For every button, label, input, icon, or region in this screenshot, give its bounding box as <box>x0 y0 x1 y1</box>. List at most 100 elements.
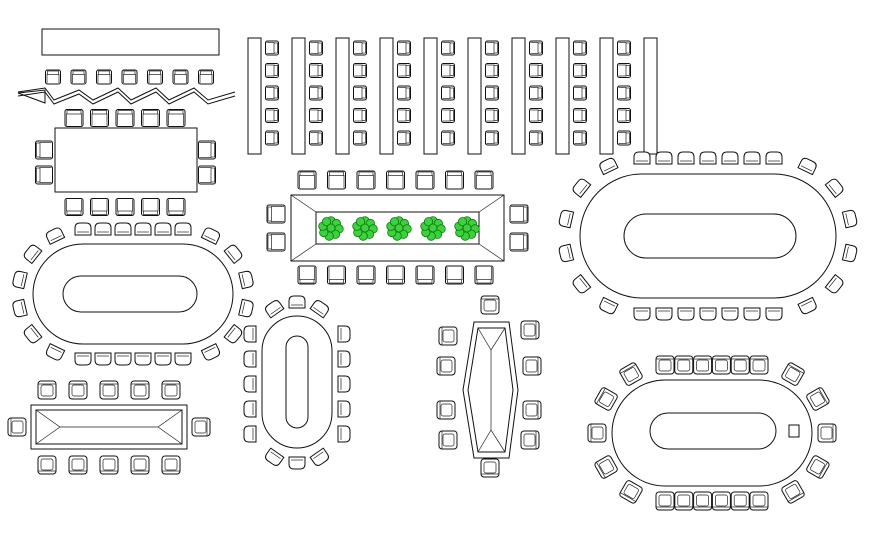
oval-chair-icon <box>824 178 844 199</box>
oval-chair-icon <box>74 352 92 366</box>
planted-table-chairs <box>266 170 529 285</box>
oval-chair-icon <box>721 307 739 321</box>
planted-chair-icon <box>327 170 346 190</box>
oval-chair-icon <box>243 325 257 343</box>
oval-chair-icon <box>337 350 351 368</box>
planted-chair-icon <box>415 265 435 285</box>
boat-armchair-icon <box>436 356 456 376</box>
theatre-chair-icon <box>573 40 587 56</box>
plant-icon <box>420 216 446 241</box>
oval-chair-icon <box>134 352 152 366</box>
planted-chair-icon <box>327 265 346 285</box>
theatre-chair-icon <box>529 40 543 56</box>
plant-icon <box>386 216 412 241</box>
oval-chair-icon <box>114 222 132 236</box>
theatre-chair-icon <box>309 108 323 123</box>
left-oval-inner <box>62 275 198 313</box>
theatre-chair-icon <box>617 63 631 78</box>
boat-table-inner <box>467 327 514 453</box>
oval-chair-icon <box>572 273 592 294</box>
oval-chair-icon <box>558 243 575 263</box>
theatre-chair-icon <box>397 63 411 78</box>
theatre-row-bench <box>291 37 306 155</box>
theatre-chair-icon <box>441 85 455 101</box>
theatre-rows-layout <box>247 37 658 155</box>
planted-table <box>266 170 529 285</box>
oval-chair-icon <box>12 270 28 290</box>
oval-armchair-icon <box>781 480 805 504</box>
large-oval-inner <box>623 213 797 259</box>
theatre-row-bench <box>247 37 262 155</box>
oval-chair-icon <box>288 295 306 309</box>
table-chair-icon <box>141 198 160 216</box>
theatre-chair-icon <box>353 85 367 101</box>
bottom-rect-chairs <box>7 380 211 475</box>
classroom-chair-icon <box>121 69 138 85</box>
classroom-chair-icon <box>96 69 112 85</box>
theatre-row-bench <box>335 37 350 155</box>
bottom-rect-inner <box>35 409 183 445</box>
boat-armchair-icon <box>520 430 540 450</box>
table-chair-icon <box>141 109 160 127</box>
oval-table-right <box>587 355 837 511</box>
theatre-chair-icon <box>265 85 279 101</box>
oval-chair-icon <box>223 323 243 344</box>
table-chair-icon <box>90 198 109 216</box>
classroom-chair-icon <box>45 69 61 85</box>
planted-chair-icon <box>509 232 529 252</box>
theatre-chair-icon <box>441 108 455 123</box>
oval-chair-icon <box>154 222 172 236</box>
rect-armchair-icon <box>68 455 88 475</box>
planted-chair-icon <box>415 170 435 190</box>
table-chair-icon <box>64 109 84 127</box>
oval-chair-icon <box>238 298 254 318</box>
oval-chair-icon <box>655 151 673 165</box>
oval-chair-icon <box>309 447 329 466</box>
theatre-row-bench <box>423 37 438 155</box>
oval-chair-icon <box>200 227 221 245</box>
plant-icon <box>454 216 480 241</box>
oval-chair-icon <box>841 209 858 229</box>
oval-armchair-icon <box>619 480 643 504</box>
theatre-chair-icon <box>485 40 499 56</box>
theatre-row-bench <box>511 37 526 155</box>
theatre-chair-icon <box>529 130 543 146</box>
oval-chair-icon <box>94 352 112 366</box>
plant-icon <box>318 216 344 241</box>
oval-armchair-icon <box>817 423 837 443</box>
oval-chair-icon <box>797 157 817 176</box>
table-chair-icon <box>35 140 53 160</box>
classroom-chair-row <box>45 69 214 85</box>
oval-chair-icon <box>154 352 172 366</box>
oval-chair-icon <box>265 447 285 466</box>
theatre-chair-icon <box>265 63 279 78</box>
oval-armchair-icon <box>693 491 713 511</box>
classroom-chair-icon <box>198 69 214 85</box>
rect-armchair-icon <box>130 380 150 400</box>
theatre-chair-icon <box>441 130 455 146</box>
theatre-chair-icon <box>309 85 323 101</box>
theatre-row-bench <box>467 37 482 155</box>
planted-chair-icon <box>386 265 405 285</box>
large-oval-chairs <box>558 151 858 321</box>
oval-armchair-icon <box>730 355 750 375</box>
oval-chair-icon <box>94 222 112 236</box>
planted-chair-icon <box>297 265 317 285</box>
oval-chair-icon <box>288 456 306 470</box>
oval-chair-icon <box>243 400 257 418</box>
rect-armchair-icon <box>99 455 119 475</box>
oval-chair-icon <box>265 300 285 319</box>
oval-armchair-icon <box>655 355 675 375</box>
theatre-chair-icon <box>353 63 367 78</box>
oval-chair-icon <box>45 343 66 361</box>
rect-armchair-icon <box>99 380 119 400</box>
right-oval-top <box>611 379 813 487</box>
theatre-chair-icon <box>353 40 367 56</box>
oval-chair-icon <box>765 151 783 165</box>
classroom-layout <box>17 28 236 105</box>
theatre-chair-icon <box>353 130 367 146</box>
planted-chair-icon <box>509 204 529 224</box>
planted-chair-icon <box>356 170 376 190</box>
theatre-chair-icon <box>485 108 499 123</box>
